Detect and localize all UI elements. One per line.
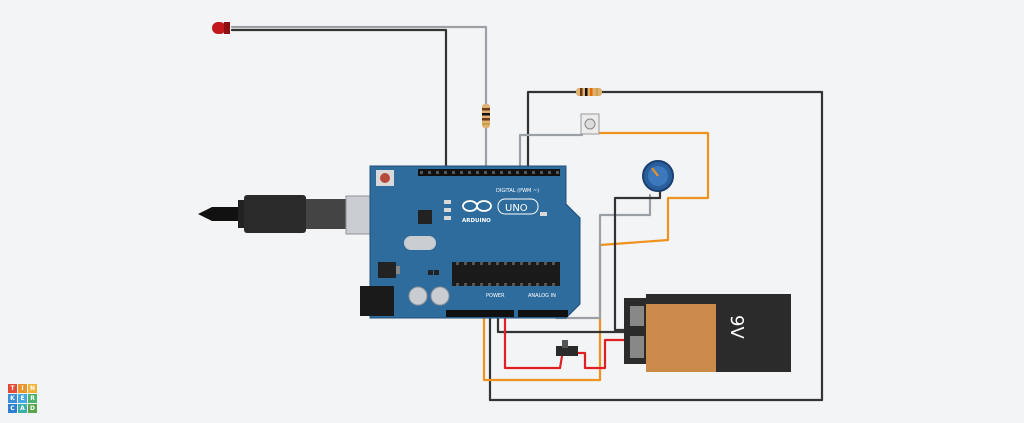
logo-letter: R (28, 394, 37, 403)
wire-led-black[interactable] (230, 28, 448, 177)
logo-letter: C (8, 404, 17, 413)
model-text: UNO (505, 203, 528, 214)
wires (230, 25, 824, 402)
logo-letter: T (8, 384, 17, 393)
reset-button[interactable] (376, 170, 394, 186)
capacitor (430, 286, 450, 306)
wire-switch-red[interactable] (574, 338, 642, 370)
power-jack (360, 286, 394, 316)
digital-header (418, 169, 560, 176)
pushbutton[interactable] (580, 113, 600, 135)
resistor-button[interactable] (576, 88, 602, 96)
usb-chip (418, 210, 432, 224)
microcontroller (452, 262, 560, 286)
slide-switch[interactable] (556, 340, 578, 356)
arduino-uno-board[interactable]: DIGITAL (PWM ~) ARDUINO UNO (360, 165, 581, 319)
crystal (404, 236, 436, 250)
capacitor (408, 286, 428, 306)
wire-button-gray[interactable] (518, 133, 584, 177)
logo-letter: A (18, 404, 27, 413)
resistor-led[interactable] (482, 104, 490, 128)
power-header (446, 310, 514, 317)
wire-pot-orange[interactable] (482, 131, 710, 382)
digital-label: DIGITAL (PWM ~) (496, 188, 539, 194)
wire-pot-gray[interactable] (554, 193, 652, 320)
battery-9v[interactable]: 9V (624, 294, 791, 372)
wire-pot-black[interactable] (613, 188, 662, 332)
logo-letter: D (28, 404, 37, 413)
arduino-logo: ARDUINO UNO (462, 198, 539, 224)
tinkercad-logo: T I N K E R C A D (8, 384, 37, 413)
wire-button-black[interactable] (488, 90, 824, 402)
logo-letter: I (18, 384, 27, 393)
logo-letter: N (28, 384, 37, 393)
wire-led-gray[interactable] (230, 25, 488, 177)
red-led[interactable] (212, 22, 230, 34)
power-label: POWER (486, 293, 505, 299)
wire-vin-red[interactable] (503, 313, 564, 370)
brand-text: ARDUINO (462, 218, 491, 224)
battery-label: 9V (726, 315, 747, 339)
logo-letter: K (8, 394, 17, 403)
usb-cable (198, 195, 348, 233)
analog-label: ANALOG IN (528, 293, 556, 299)
wire-gnd-black[interactable] (496, 313, 642, 334)
logo-letter: E (18, 394, 27, 403)
analog-header (518, 310, 568, 317)
potentiometer[interactable] (642, 160, 674, 192)
